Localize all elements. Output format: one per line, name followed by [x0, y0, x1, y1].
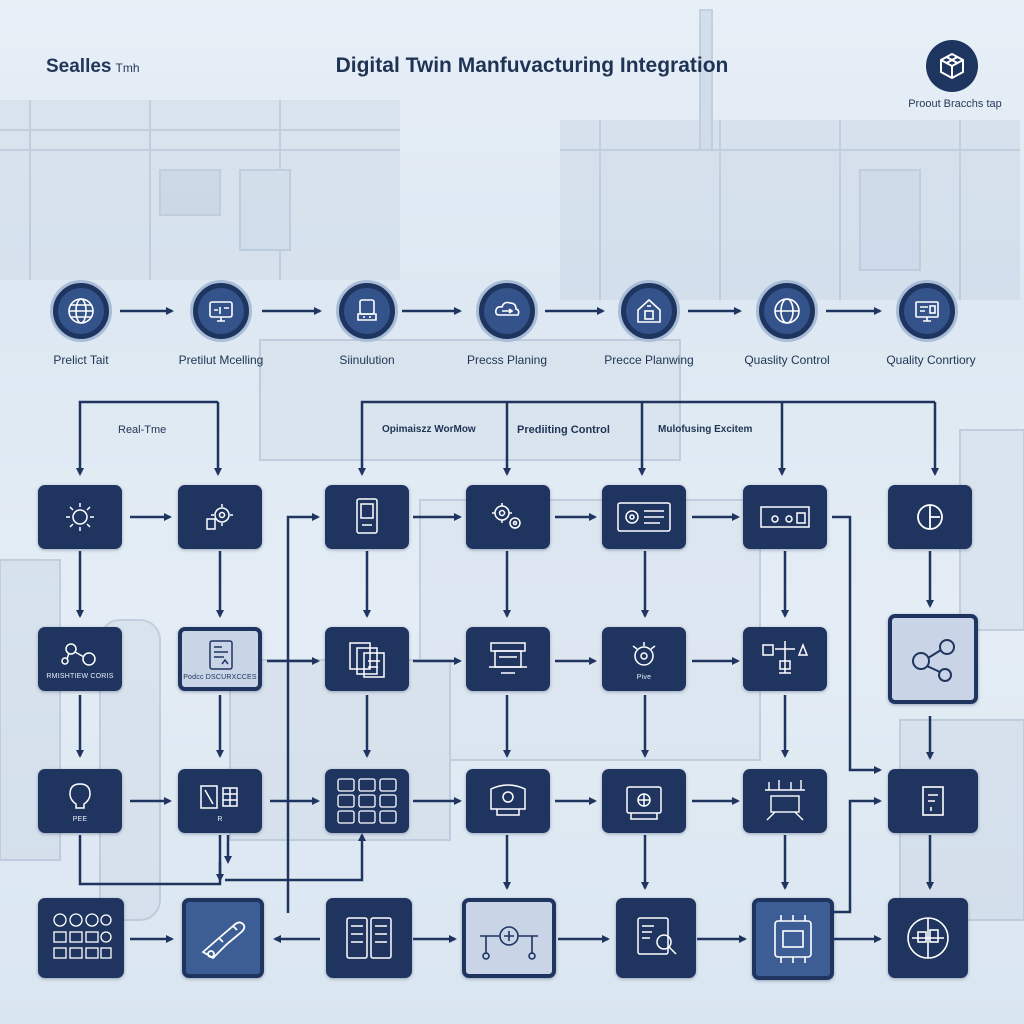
assembly-station-icon	[765, 780, 805, 821]
node-r4c3[interactable]	[326, 898, 412, 978]
stacked-files-icon	[349, 642, 385, 678]
step-label-3: Siinulution	[339, 353, 395, 367]
server-cabinets-icon	[346, 917, 392, 959]
conveyor-machine-icon	[760, 506, 810, 528]
pipeline-step-4[interactable]	[476, 280, 538, 342]
node-r2c7[interactable]	[888, 614, 978, 704]
node-caption-r3c1: PEE	[72, 815, 88, 823]
step-label-4: Precss Planing	[466, 353, 548, 367]
node-caption-r2c1: RMISHTIEW CORIS	[46, 672, 114, 680]
step-label-7: Quality Conrtiory	[886, 353, 976, 367]
document-chart-icon	[209, 639, 233, 670]
node-r1c4[interactable]	[466, 485, 550, 549]
step-label-5: Precce Planwing	[604, 353, 694, 367]
pipeline-step-3[interactable]	[336, 280, 398, 342]
circuit-node-icon	[480, 926, 538, 960]
node-r4c1[interactable]	[38, 898, 124, 978]
search-document-icon	[637, 917, 677, 955]
balance-scale-icon	[762, 641, 809, 674]
flow-label-predicting: Prediiting Control	[517, 424, 610, 436]
page-title: Digital Twin Manfuvacturing Integration	[335, 54, 729, 77]
node-r4c4[interactable]	[462, 898, 556, 978]
sun-sensor-icon	[66, 503, 94, 531]
hand-tool-icon	[201, 921, 246, 960]
logo-caption: Proout Bracchs tap	[908, 98, 1002, 110]
flow-label-optimize: Opimaiszz WorMow	[382, 424, 476, 435]
node-r3c4[interactable]	[466, 769, 550, 833]
machine-icon	[357, 299, 377, 321]
control-grid-icon	[337, 778, 397, 824]
gears-icon	[492, 503, 521, 529]
network-nodes-icon	[61, 642, 96, 666]
brand-text: Sealles	[46, 56, 112, 77]
node-r2c2[interactable]: Podcc DSCURXCCES	[178, 627, 262, 691]
node-r4c5[interactable]	[616, 898, 696, 978]
pipeline-step-1[interactable]	[50, 280, 112, 342]
cloud-flow-icon	[495, 301, 520, 316]
step-label-1: Prelict Tait	[53, 353, 109, 367]
step-label-6: Quaslity Control	[744, 353, 830, 367]
press-machine-icon	[489, 642, 527, 674]
pipeline-step-7[interactable]	[896, 280, 958, 342]
flow-label-multifusing: Mulofusing Excitem	[658, 424, 753, 435]
node-caption-r2c5: Pive	[636, 673, 652, 681]
node-r3c6[interactable]	[743, 769, 827, 833]
node-r1c1[interactable]	[38, 485, 122, 549]
node-r2c6[interactable]	[743, 627, 827, 691]
pipeline-step-2[interactable]	[190, 280, 252, 342]
node-r3c2[interactable]: R	[178, 769, 262, 833]
node-r3c5[interactable]	[602, 769, 686, 833]
node-r4c6[interactable]	[752, 898, 834, 980]
node-r1c7[interactable]	[888, 485, 972, 549]
blueprint-grid-icon	[200, 784, 238, 809]
step-label-2: Pretilut Mcelling	[178, 353, 264, 367]
gauge-circle-icon	[917, 504, 943, 530]
node-r2c4[interactable]	[466, 627, 550, 691]
sensor-grid-icon	[53, 913, 112, 959]
node-caption-r3c2: R	[217, 815, 223, 823]
node-r3c1[interactable]: PEE	[38, 769, 122, 833]
reactor-machine-icon	[490, 784, 526, 816]
node-r4c2[interactable]	[182, 898, 264, 978]
tablet-document-icon	[356, 498, 378, 534]
node-r1c3[interactable]	[325, 485, 409, 549]
node-r1c2[interactable]	[178, 485, 262, 549]
globe-network-icon	[68, 298, 94, 324]
flow-label-real-time: Real-Tme	[118, 424, 167, 436]
node-r4c7[interactable]	[888, 898, 968, 978]
gear-panel-icon	[617, 502, 671, 532]
node-r3c7[interactable]	[888, 769, 978, 833]
node-r2c1[interactable]: RMISHTIEW CORIS	[38, 627, 122, 691]
operator-panel-icon	[922, 786, 944, 816]
lightbulb-icon	[69, 782, 91, 809]
cube-logo-icon	[926, 40, 978, 92]
processor-unit-icon	[774, 915, 812, 963]
monitor-dashboard-icon	[209, 301, 233, 322]
gear-robot-icon	[206, 504, 233, 530]
node-r1c6[interactable]	[743, 485, 827, 549]
node-caption-r2c2: Podcc DSCURXCCES	[183, 673, 257, 681]
pipeline-step-5[interactable]	[618, 280, 680, 342]
printer-target-icon	[626, 786, 662, 820]
network-hub-icon	[912, 639, 955, 682]
computer-screen-icon	[915, 301, 939, 322]
node-r1c5[interactable]	[602, 485, 686, 549]
brand-subtext: Tmh	[115, 61, 140, 75]
node-r2c3[interactable]	[325, 627, 409, 691]
factory-house-icon	[637, 298, 661, 323]
global-factory-icon	[907, 917, 949, 959]
globe-icon	[774, 298, 800, 324]
node-r3c3[interactable]	[325, 769, 409, 833]
robot-eye-icon	[632, 641, 656, 666]
node-r2c5[interactable]: Pive	[602, 627, 686, 691]
pipeline-step-6[interactable]	[756, 280, 818, 342]
